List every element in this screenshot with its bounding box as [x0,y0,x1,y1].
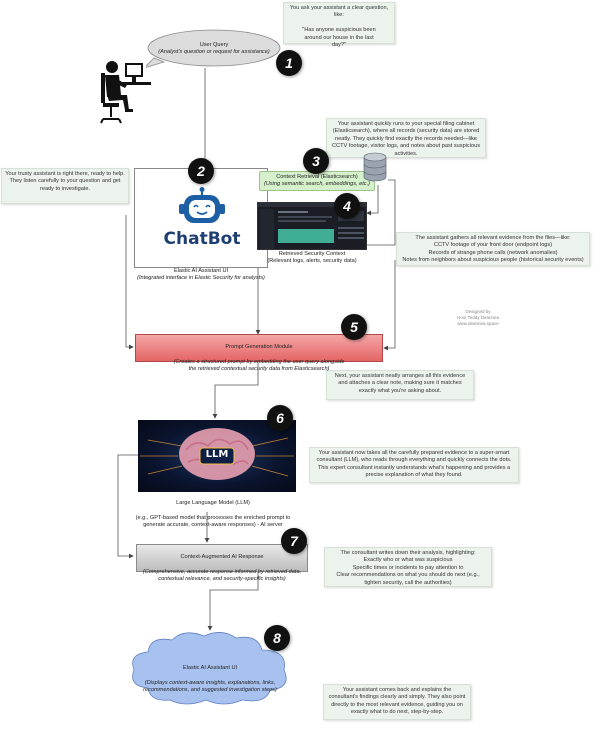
prompt-generation-title: Prompt Generation Module [225,344,293,351]
note-step-7: The consultant writes down their analysi… [324,547,492,587]
note-step-6: Your assistant now takes all the careful… [309,447,519,483]
context-retrieval-title: Context Retrieval (Elasticsearch) [276,174,358,180]
designer-credit: Designed by Hooi Teddy Deannea www.deann… [457,309,499,326]
user-query-subtitle: (Analyst's question or request for assis… [158,49,270,56]
llm-title: Large Language Model (LLM) [176,500,250,507]
step-2-badge: 2 [188,158,214,184]
note-step-3: Your assistant quickly runs to your spec… [326,118,486,158]
step-6-badge: 6 [267,405,293,431]
step-5-badge: 5 [341,314,367,340]
step-4-badge: 4 [334,193,360,219]
note-step-2: Your trusty assistant is right there, re… [1,168,129,204]
user-query-title: User Query [199,42,229,48]
user-illustration [97,55,152,130]
robot-icon [175,187,229,227]
llm-brain-image: LLM [138,420,296,492]
note-step-1: You ask your assistant a clear question,… [283,2,395,48]
ai-response-subtitle: (Comprehensive, accurate response inform… [142,568,302,583]
chatbot-logo-text: ChatBot [163,229,241,249]
ai-response-box: Context-Augmented AI Response (Comprehen… [136,544,308,582]
ai-response-title: Context-Augmented AI Response [180,554,264,561]
llm-logo-text: LLM [205,449,229,460]
assistant-ui-cloud: Elastic AI Assistant UI (Displays contex… [126,628,294,706]
retrieved-context-subtitle: (Relevant logs, alerts, security data) [267,258,357,265]
llm-subtitle: (e.g., GPT-based model that processes th… [135,514,291,529]
step-3-badge: 3 [303,148,329,174]
context-retrieval-box: Context Retrieval (Elasticsearch) (Using… [259,171,375,191]
note-step-4: The assistant gathers all relevant evide… [396,232,590,266]
context-retrieval-subtitle: (Using semantic search, embeddings, etc.… [263,181,371,188]
database-icon [362,152,388,182]
assistant-ui-subtitle: (Integrated interface in Elastic Securit… [137,275,265,282]
prompt-generation-subtitle: (Creates a structured prompt by embeddin… [173,358,345,373]
step-7-badge: 7 [281,528,307,554]
cloud-ui-subtitle: (Displays context-aware insights, explan… [143,679,277,694]
user-query-bubble: User Query (Analyst's question or reques… [146,28,282,68]
note-step-5: Next, your assistant neatly arranges all… [326,370,474,400]
step-8-badge: 8 [264,625,290,651]
step-1-badge: 1 [276,50,302,76]
prompt-generation-box: Prompt Generation Module (Creates a stru… [135,334,383,372]
chatbot-panel: ChatBot [134,168,268,268]
note-step-8: Your assistant comes back and explains t… [323,684,471,720]
assistant-ui-title: Elastic AI Assistant UI [173,268,229,274]
retrieved-context-title: Retrieved Security Context [278,251,346,257]
cloud-ui-title: Elastic AI Assistant UI [182,665,238,672]
